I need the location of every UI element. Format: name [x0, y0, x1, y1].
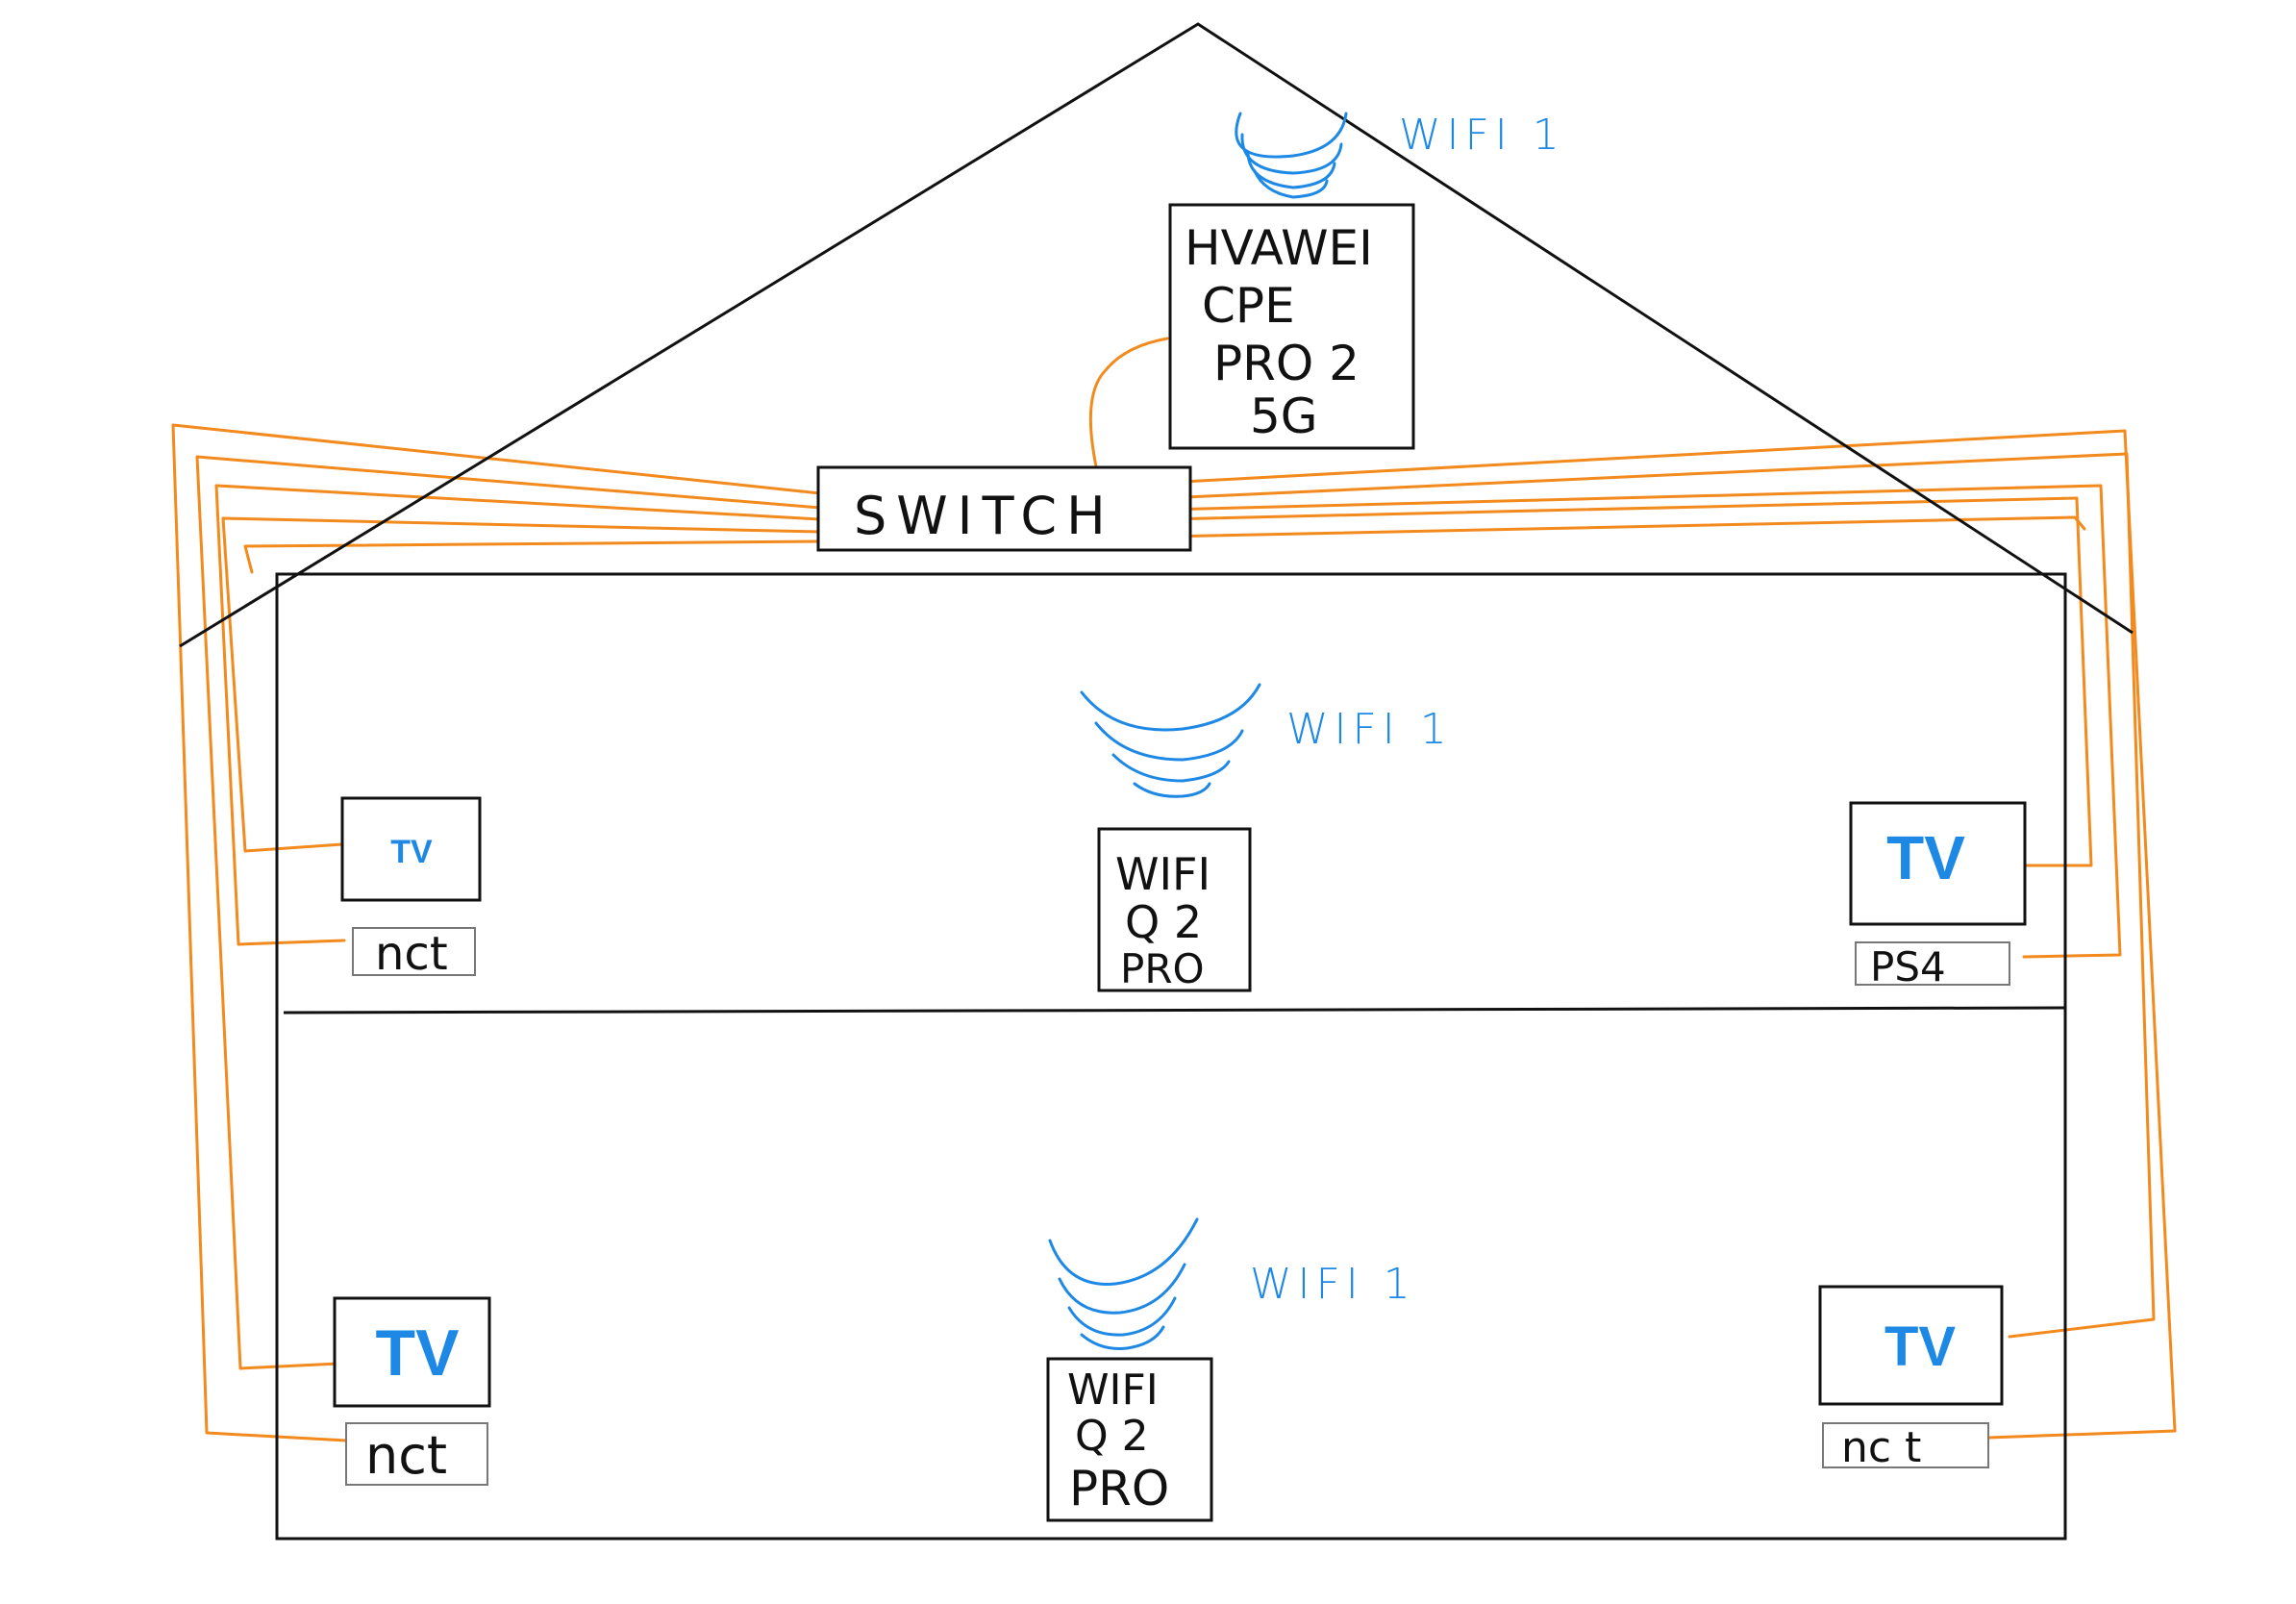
lower-ap-line-3: PRO — [1069, 1461, 1169, 1516]
cable-left-1 — [171, 423, 822, 1442]
lower-left-tv: TV — [333, 1296, 491, 1408]
upper-ap-box — [1097, 827, 1252, 992]
upper-right-tv-label: TV — [1886, 823, 1965, 892]
router-box — [1168, 203, 1415, 450]
lower-left-tv-box — [333, 1296, 491, 1408]
upper-ap-line-1: WIFI — [1115, 848, 1210, 900]
upper-right-tv: TV — [1849, 801, 2027, 926]
cable-left-4 — [221, 516, 822, 853]
upper-left-device-label: nct — [375, 927, 448, 981]
router-huawei-cpe: HVAWEI CPE PRO 2 5G — [1168, 203, 1415, 450]
upper-left-tv-label: TV — [390, 834, 433, 870]
house-outline — [179, 22, 2134, 1541]
lower-right-tv-box — [1818, 1285, 2004, 1406]
floor-divider — [283, 1006, 2066, 1015]
upper-left-device-box — [352, 927, 476, 976]
switch-box — [816, 465, 1192, 552]
upper-right-tv-box — [1849, 801, 2027, 926]
upper-wifi-label: WIFI 1 — [1286, 705, 1453, 754]
lower-right-device: nc t — [1822, 1422, 1989, 1472]
wifi-icon — [1235, 112, 1348, 199]
upper-left-device: nct — [352, 927, 476, 981]
lower-ap-line-1: WIFI — [1067, 1366, 1159, 1415]
lower-ap-line-2: Q 2 — [1075, 1412, 1149, 1461]
cable-right-2 — [1163, 452, 2156, 1339]
router-label-line-4: 5G — [1250, 388, 1318, 444]
cable-right-5 — [1163, 515, 2086, 539]
upper-ap-line-3: PRO — [1120, 945, 1205, 992]
upper-left-tv-box — [340, 796, 482, 902]
lower-access-point: WIFI Q 2 PRO — [1046, 1357, 1213, 1522]
router-label-line-1: HVAWEI — [1185, 220, 1373, 276]
lower-right-tv: TV — [1818, 1285, 2004, 1406]
cable-right-3 — [1163, 484, 2122, 959]
cable-router-to-switch — [1088, 337, 1169, 468]
upper-floor-wifi-icon — [1080, 683, 1261, 798]
network-switch: SWITCH — [816, 465, 1192, 552]
lower-left-device-label: nct — [365, 1425, 447, 1486]
lower-ap-box — [1046, 1357, 1213, 1522]
lower-floor-wifi-icon — [1048, 1217, 1199, 1350]
router-label-line-2: CPE — [1202, 278, 1295, 334]
cable-right-1 — [1163, 429, 2177, 1440]
upper-left-tv: TV — [340, 796, 482, 902]
house-body — [275, 572, 2067, 1541]
upper-ap-line-2: Q 2 — [1125, 896, 1202, 948]
cable-left-2 — [195, 455, 822, 1370]
upper-right-device: PS4 — [1855, 941, 2010, 990]
roof-wifi-label: WIFI 1 — [1399, 111, 1565, 160]
lower-right-device-box — [1822, 1422, 1989, 1468]
cable-left-3 — [214, 484, 822, 946]
cable-left-5 — [243, 539, 822, 574]
roof-line — [179, 22, 2134, 648]
lower-left-device-box — [345, 1422, 488, 1486]
cable-right-4 — [1163, 496, 2093, 867]
lower-right-tv-label: TV — [1884, 1316, 1956, 1378]
lower-wifi-label: WIFI 1 — [1250, 1260, 1416, 1309]
upper-access-point: WIFI Q 2 PRO — [1097, 827, 1252, 992]
upper-right-device-box — [1855, 941, 2010, 986]
lower-left-device: nct — [345, 1422, 488, 1486]
switch-label: SWITCH — [854, 486, 1115, 546]
router-label-line-3: PRO 2 — [1213, 336, 1360, 391]
upper-right-device-label: PS4 — [1870, 943, 1946, 990]
lower-left-tv-label: TV — [376, 1316, 460, 1390]
lower-right-device-label: nc t — [1841, 1423, 1921, 1472]
ethernet-cables — [171, 337, 2177, 1442]
